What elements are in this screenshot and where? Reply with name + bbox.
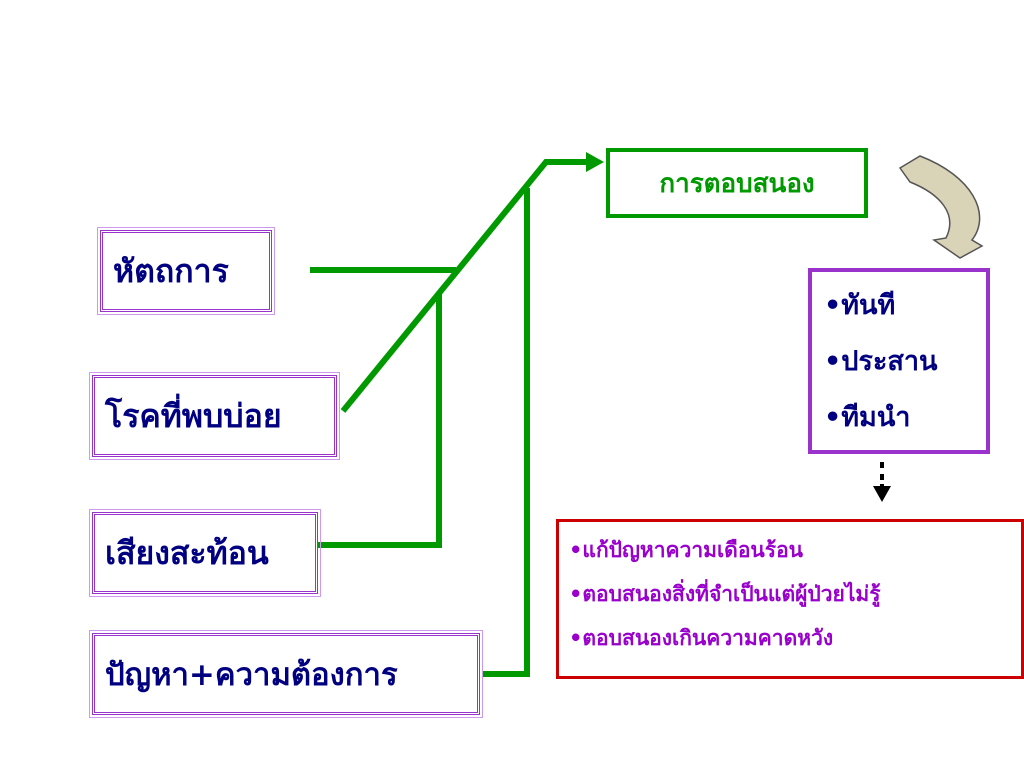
connector-disease-main [340,159,590,413]
outcomes-box: •แก้ปัญหาความเดือนร้อน •ตอบสนองสิ่งที่จำ… [556,519,1024,679]
quality-item: •ทีมนำ [824,402,911,433]
quality-item: •ประสาน [824,346,938,377]
source-box-common-disease: โรคที่พบบ่อย [89,372,340,460]
source-label-procedure: หัตถการ [113,251,229,290]
response-box: การตอบสนอง [606,148,868,218]
qualities-box: •ทันที •ประสาน •ทีมนำ [808,268,990,454]
arrowhead-to-response [586,152,604,172]
outcome-item: •ตอบสนองสิ่งที่จำเป็นแต่ผู้ป่วยไม่รู้ [569,582,881,606]
source-label-feedback: เสียงสะท้อน [105,533,269,572]
outcome-item: •ตอบสนองเกินความคาดหวัง [569,626,834,650]
source-label-common-disease: โรคที่พบบ่อย [105,396,282,435]
curved-arrow-icon [898,155,984,259]
down-arrow-icon [873,462,891,502]
response-label: การตอบสนอง [659,168,815,199]
source-box-procedure: หัตถการ [97,227,275,315]
source-box-problem-needs: ปัญหา+ความต้องการ [89,630,483,718]
outcome-item: •แก้ปัญหาความเดือนร้อน [569,538,804,562]
connector-need [482,188,530,677]
source-box-feedback: เสียงสะท้อน [89,509,321,597]
source-label-problem-needs: ปัญหา+ความต้องการ [105,657,398,693]
quality-item: •ทันที [824,290,896,321]
connector-voice [318,292,442,548]
